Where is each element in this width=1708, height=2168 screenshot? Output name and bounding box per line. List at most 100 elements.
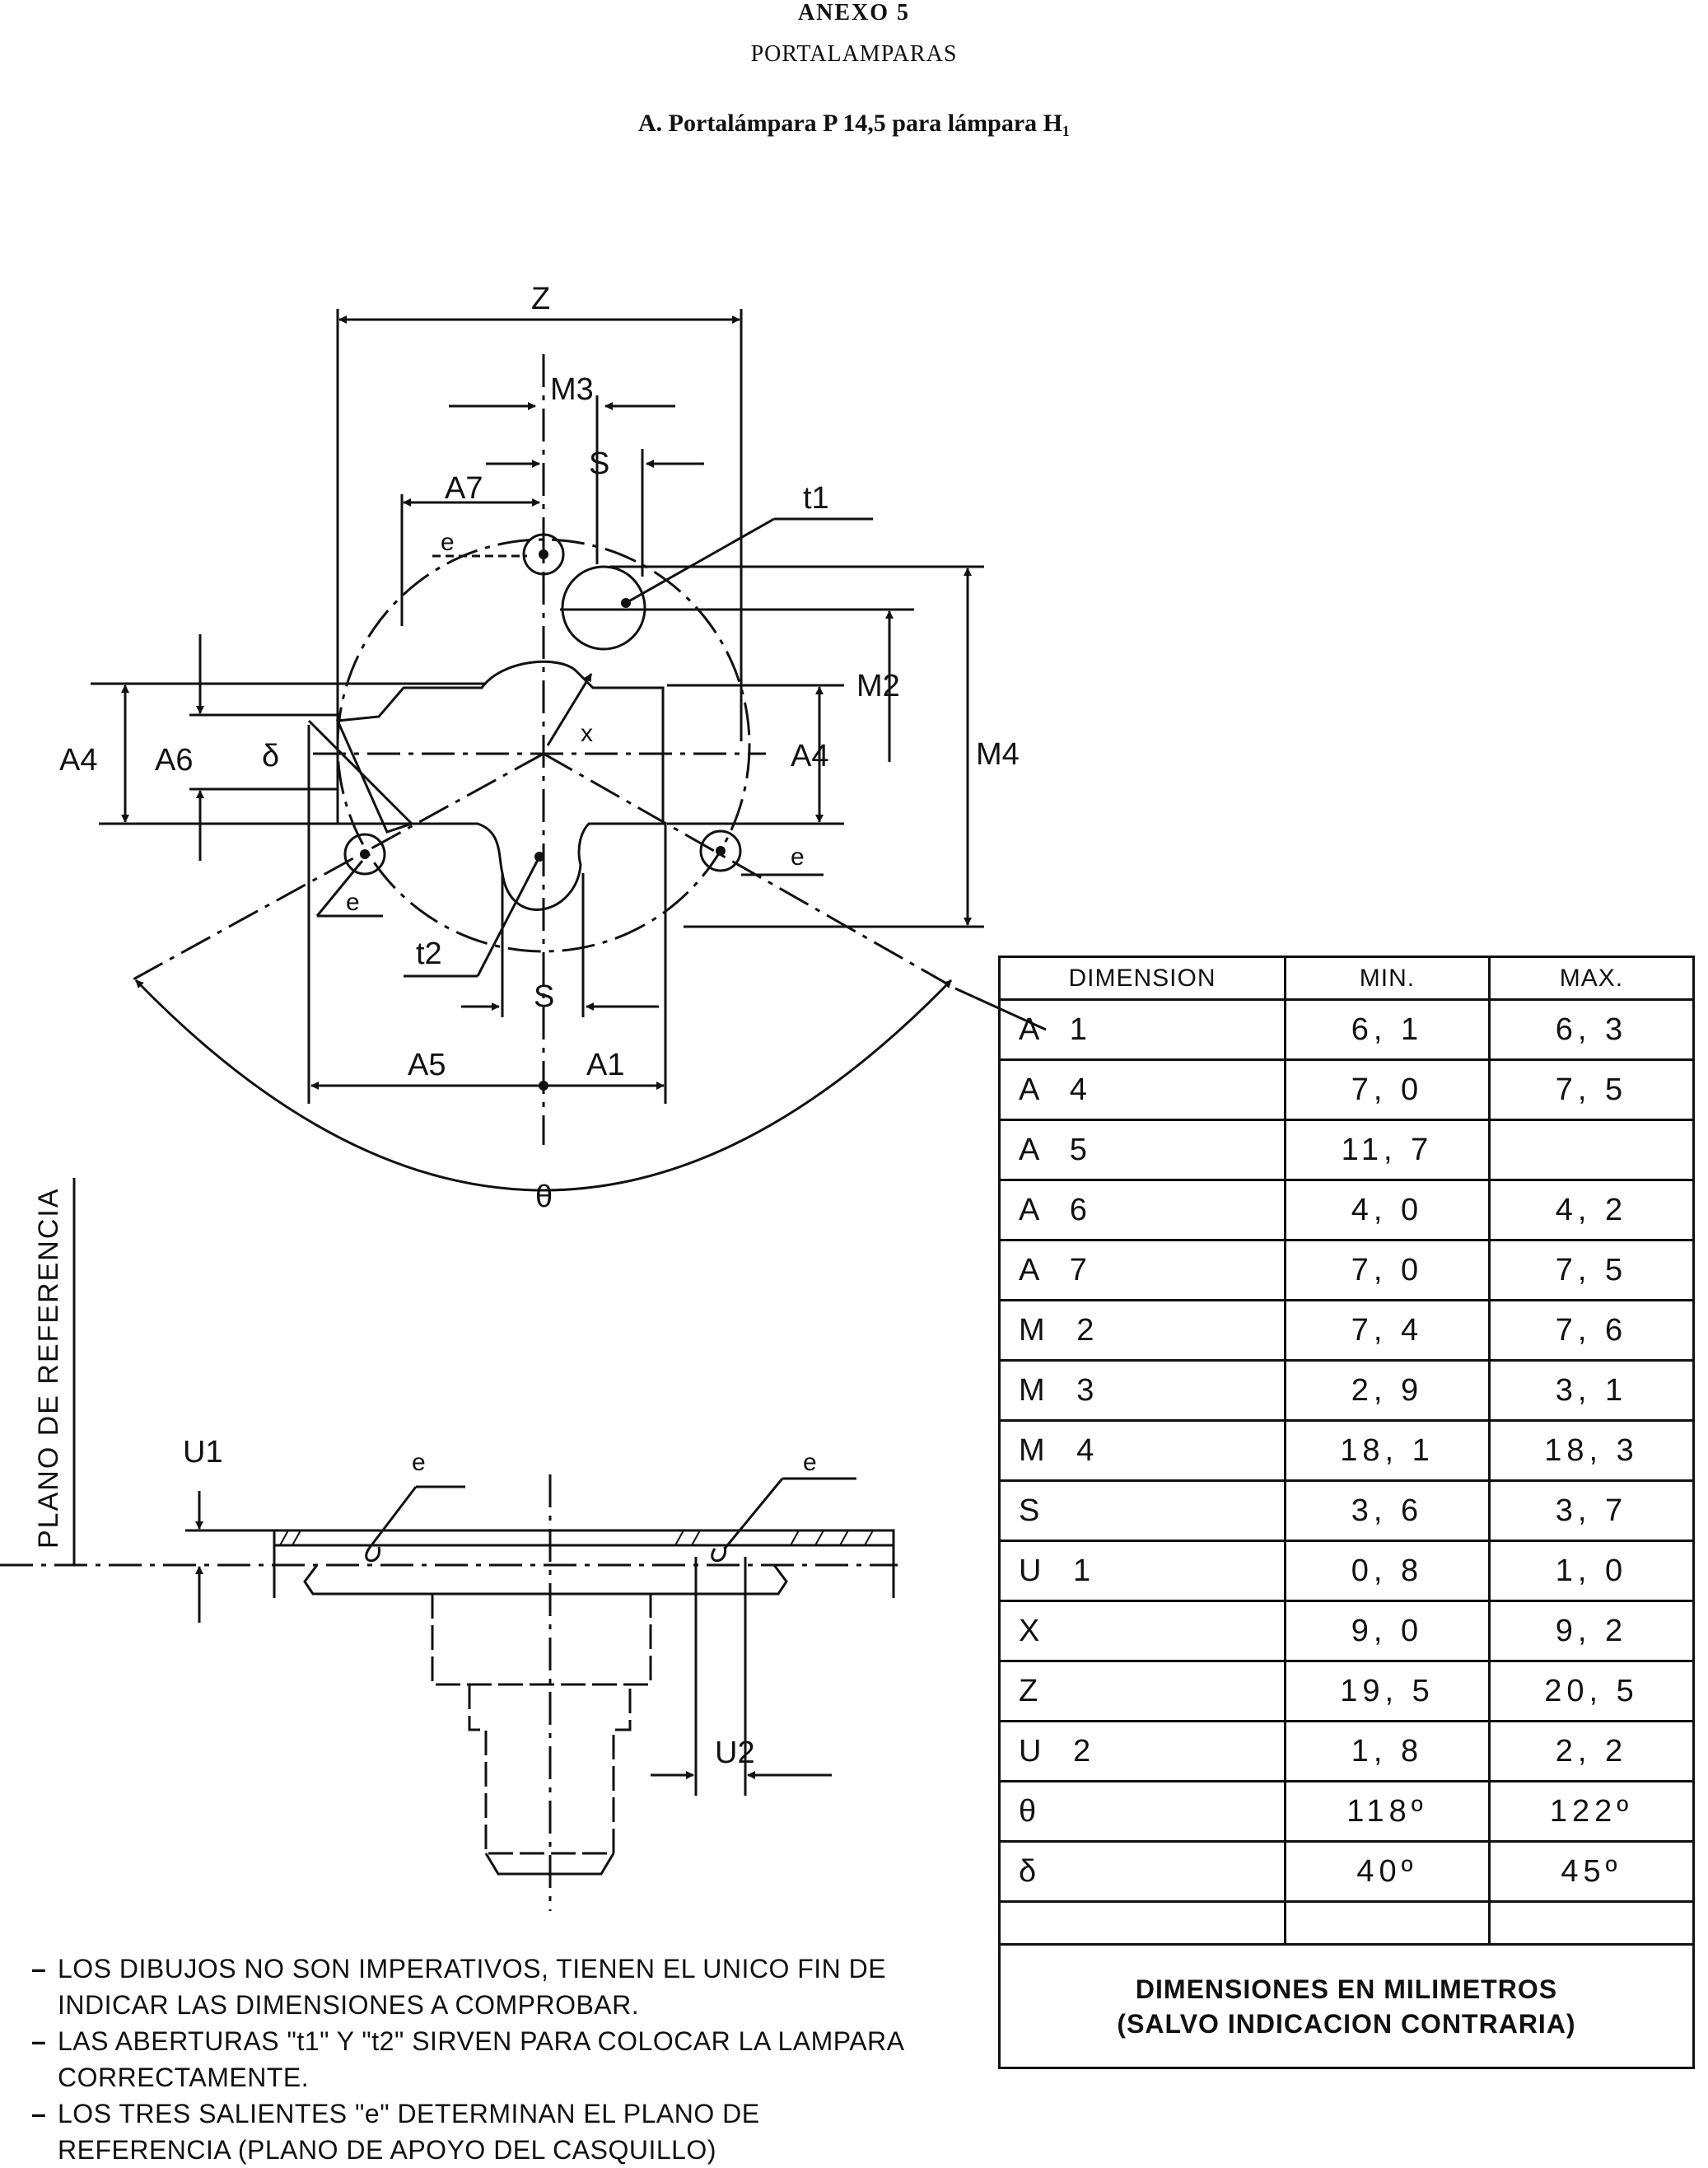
min-value: 6, 1 — [1283, 998, 1491, 1061]
t1-slot — [561, 565, 646, 651]
annex-title: ANEXO 5 — [797, 0, 911, 26]
max-value: 4, 2 — [1487, 1179, 1696, 1241]
table-footer: DIMENSIONES EN MILIMETROS (SALVO INDICAC… — [998, 1943, 1695, 2069]
label-m3: M3 — [550, 372, 594, 407]
min-value: 9, 0 — [1283, 1600, 1491, 1662]
label-e-side-right: e — [803, 1449, 817, 1476]
label-a4-left: A4 — [59, 743, 97, 778]
min-value: 4, 0 — [1283, 1179, 1491, 1241]
label-m2: M2 — [856, 669, 900, 703]
dimension-name: Z — [998, 1660, 1286, 1722]
dimension-name: M 4 — [998, 1419, 1286, 1482]
max-value: 2, 2 — [1487, 1720, 1696, 1783]
dimension-name: X — [998, 1600, 1286, 1662]
max-value: 3, 1 — [1487, 1359, 1696, 1422]
e-bump-right — [699, 829, 742, 872]
header-dimension: DIMENSION — [998, 956, 1286, 1001]
min-value: 40º — [1283, 1840, 1491, 1903]
max-value: 7, 5 — [1487, 1058, 1696, 1121]
dimension-name: U 2 — [998, 1720, 1286, 1783]
note-item: –LOS TRES SALIENTES "e" DETERMINAN EL PL… — [31, 2096, 921, 2168]
section-title: PORTALAMPARAS — [750, 41, 958, 67]
label-theta: θ — [535, 1180, 553, 1214]
dimension-name: A 1 — [998, 998, 1286, 1061]
label-a5: A5 — [408, 1048, 446, 1082]
note-item: –LAS ABERTURAS "t1" Y "t2" SIRVEN PARA C… — [31, 2023, 921, 2096]
e-bump-top — [522, 533, 565, 576]
max-value: 7, 6 — [1487, 1299, 1696, 1362]
label-a6: A6 — [155, 743, 193, 778]
label-z: Z — [531, 282, 550, 316]
dimension-name: S — [998, 1479, 1286, 1542]
reference-plane-label: PLANO DE REFERENCIA — [33, 1187, 64, 1549]
min-value: 19, 5 — [1283, 1660, 1491, 1722]
dimension-name: δ — [998, 1840, 1286, 1903]
dimension-name: θ — [998, 1780, 1286, 1843]
label-e-side-left: e — [412, 1449, 426, 1476]
flange-section — [273, 1529, 895, 1547]
label-t2: t2 — [416, 937, 442, 971]
dimension-name: M 2 — [998, 1299, 1286, 1362]
min-value: 0, 8 — [1283, 1540, 1491, 1602]
max-value: 7, 5 — [1487, 1239, 1696, 1301]
note-text: LAS ABERTURAS "t1" Y "t2" SIRVEN PARA CO… — [58, 2026, 903, 2092]
min-value: 18, 1 — [1283, 1419, 1491, 1482]
max-value: 3, 7 — [1487, 1479, 1696, 1542]
min-value: 7, 4 — [1283, 1299, 1491, 1362]
max-value: 9, 2 — [1487, 1600, 1696, 1662]
min-value: 7, 0 — [1283, 1239, 1491, 1301]
delta-line — [307, 719, 413, 825]
label-delta: δ — [262, 739, 279, 773]
header-max: MAX. — [1487, 956, 1696, 1001]
label-x: x — [581, 720, 593, 747]
dimension-name: A 7 — [998, 1239, 1286, 1301]
min-value: 3, 6 — [1283, 1479, 1491, 1542]
min-value: 1, 8 — [1283, 1720, 1491, 1783]
label-a7: A7 — [445, 471, 483, 506]
min-value: 118º — [1283, 1780, 1491, 1843]
flange-outline — [335, 660, 665, 911]
flange-hatching — [279, 1530, 874, 1546]
label-u2: U2 — [715, 1736, 755, 1770]
max-value: 20, 5 — [1487, 1660, 1696, 1722]
dimension-name: A 5 — [998, 1119, 1286, 1181]
label-t1: t1 — [803, 481, 829, 516]
e-bump-left — [343, 833, 386, 876]
label-s-bottom: S — [534, 979, 554, 1014]
label-m4: M4 — [976, 737, 1020, 772]
empty-row — [998, 1900, 1696, 1946]
dimension-name: U 1 — [998, 1540, 1286, 1602]
max-value — [1487, 1119, 1696, 1181]
min-value: 11, 7 — [1283, 1119, 1491, 1181]
max-value: 45º — [1487, 1840, 1696, 1903]
min-value: 7, 0 — [1283, 1058, 1491, 1121]
label-u1: U1 — [183, 1435, 223, 1469]
max-value: 1, 0 — [1487, 1540, 1696, 1602]
dimension-name: A 6 — [998, 1179, 1286, 1241]
min-value: 2, 9 — [1283, 1359, 1491, 1422]
label-e-right: e — [791, 843, 805, 871]
max-value: 6, 3 — [1487, 998, 1696, 1061]
max-value: 122º — [1487, 1780, 1696, 1843]
dimension-name: A 4 — [998, 1058, 1286, 1121]
notes: –LOS DIBUJOS NO SON IMPERATIVOS, TIENEN … — [31, 1951, 921, 2168]
dimension-name: M 3 — [998, 1359, 1286, 1422]
label-e-top: e — [441, 529, 455, 556]
note-item: –LOS DIBUJOS NO SON IMPERATIVOS, TIENEN … — [31, 1951, 921, 2023]
footer-line-2: (SALVO INDICACION CONTRARIA) — [1117, 2008, 1576, 2039]
